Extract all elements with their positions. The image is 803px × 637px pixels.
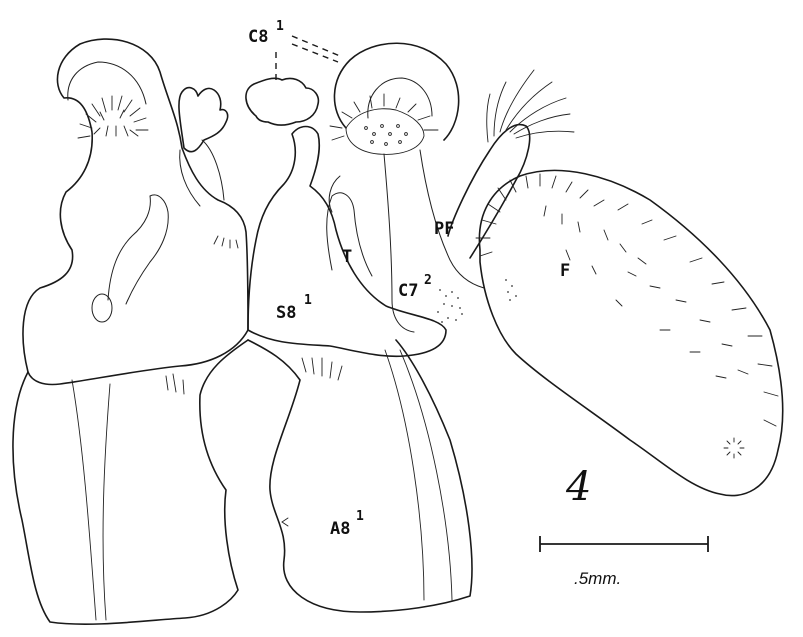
c8-leader-lines bbox=[276, 36, 340, 80]
label-a8-sup: 1 bbox=[356, 509, 364, 524]
left-c8-lobe bbox=[179, 88, 228, 152]
right-c8-lobe bbox=[246, 78, 318, 125]
label-t: T bbox=[342, 247, 352, 267]
label-c7-sup: 2 bbox=[424, 273, 432, 288]
label-s8: S8 bbox=[276, 303, 296, 323]
label-c7: C7 bbox=[398, 281, 418, 301]
pf-appendage bbox=[448, 70, 574, 258]
figure-number: 4 bbox=[565, 464, 591, 510]
right-lobe-outline bbox=[248, 340, 472, 612]
left-lobe-outline bbox=[13, 340, 248, 624]
label-f: F bbox=[560, 261, 570, 281]
f-sensory-spot bbox=[724, 438, 744, 458]
f-setae bbox=[476, 174, 778, 426]
right-setae-cluster bbox=[330, 94, 438, 154]
label-c8: C8 bbox=[248, 27, 268, 47]
label-pf: PF bbox=[434, 219, 454, 239]
label-s8-sup: 1 bbox=[304, 293, 312, 308]
label-a8: A8 bbox=[330, 519, 350, 539]
scale-bar-label: .5mm. bbox=[574, 569, 621, 588]
scale-bar: .5mm. bbox=[540, 536, 708, 588]
left-half-drawing bbox=[13, 39, 248, 624]
right-half-drawing bbox=[246, 43, 517, 612]
label-c8-sup: 1 bbox=[276, 19, 284, 34]
f-appendage bbox=[476, 170, 783, 495]
